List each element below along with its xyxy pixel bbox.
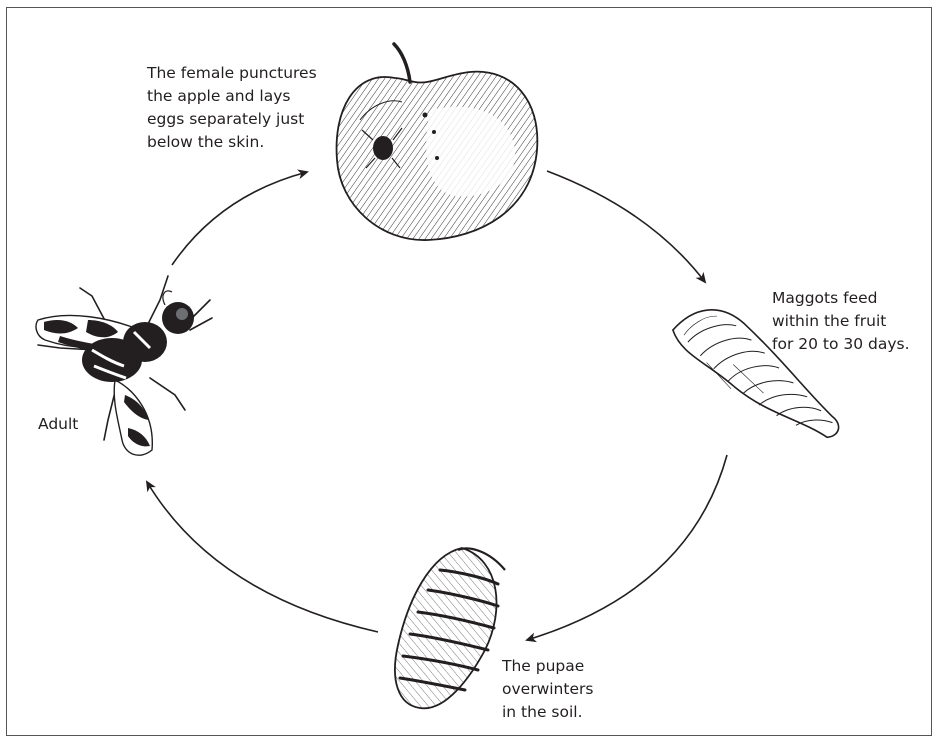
caption-pupa: The pupae overwinters in the soil. — [502, 655, 593, 724]
caption-line: below the skin. — [147, 131, 317, 154]
caption-line: for 20 to 30 days. — [772, 333, 910, 356]
caption-line: eggs separately just — [147, 108, 317, 131]
caption-line: Adult — [38, 413, 78, 436]
arrow-pupa-to-adult — [147, 482, 378, 632]
caption-larva: Maggots feed within the fruit for 20 to … — [772, 287, 910, 356]
caption-line: the apple and lays — [147, 85, 317, 108]
arrow-apple-to-larva — [547, 171, 705, 282]
caption-line: The pupae — [502, 655, 593, 678]
caption-adult: Adult — [38, 413, 78, 436]
arrow-larva-to-pupa — [527, 455, 727, 640]
pupa-icon — [395, 548, 505, 708]
caption-line: Maggots feed — [772, 287, 910, 310]
apple-icon — [337, 44, 538, 240]
caption-line: in the soil. — [502, 701, 593, 724]
caption-line: within the fruit — [772, 310, 910, 333]
caption-line: The female punctures — [147, 62, 317, 85]
arrow-adult-to-apple — [172, 172, 307, 265]
caption-line: overwinters — [502, 678, 593, 701]
caption-egg-laying: The female punctures the apple and lays … — [147, 62, 317, 154]
